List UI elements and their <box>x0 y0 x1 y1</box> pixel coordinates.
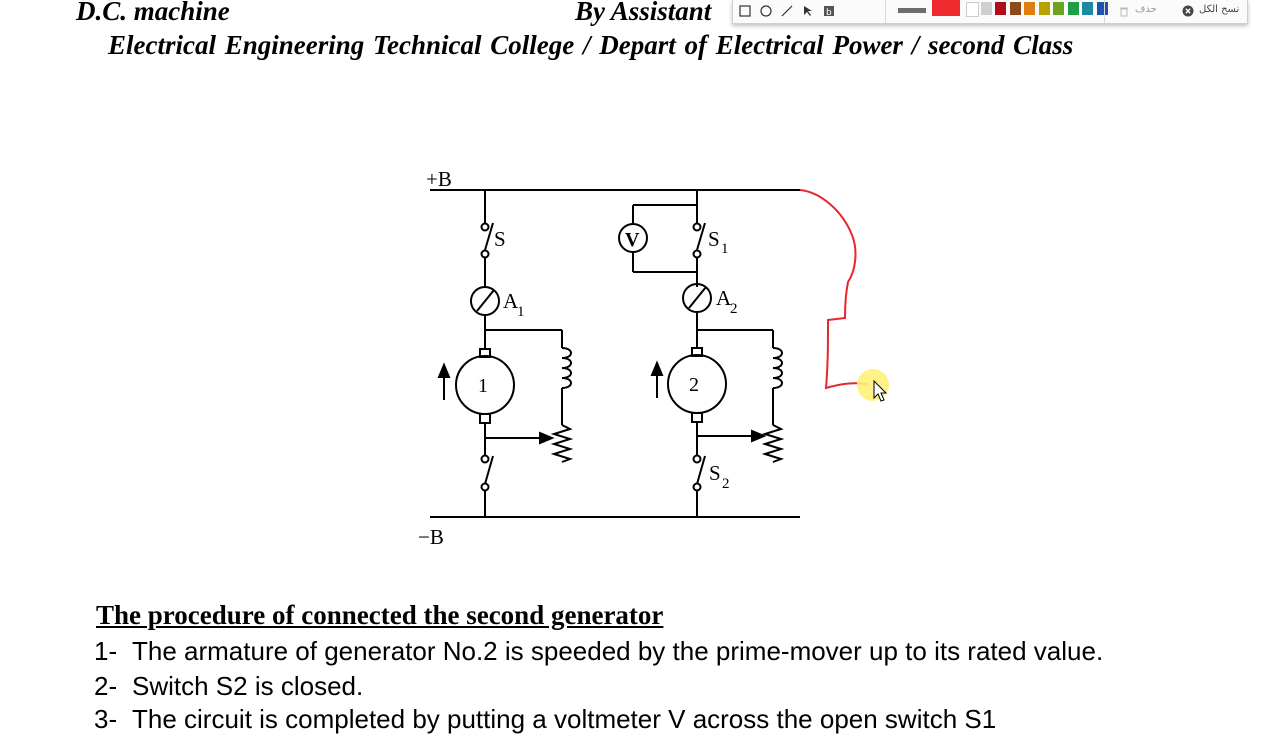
procedure-step: 1- The armature of generator No.2 is spee… <box>94 636 1103 667</box>
author-heading: By Assistant <box>575 0 712 26</box>
color-swatch[interactable] <box>1024 2 1035 15</box>
svg-text:b: b <box>826 8 832 17</box>
gen2-field-coil <box>772 347 783 389</box>
step-text: The armature of generator No.2 is speede… <box>132 636 1104 666</box>
color-swatch[interactable] <box>1096 2 1108 15</box>
neg-bus-label: −B <box>418 525 444 549</box>
switch-s1-subscript: 1 <box>721 241 729 257</box>
color-swatch[interactable] <box>980 2 992 15</box>
switch-s-label: S <box>494 227 506 251</box>
gen1-field-rheostat <box>550 424 574 463</box>
switch-s2-subscript: 2 <box>722 476 730 492</box>
delete-button[interactable]: حذف <box>1135 4 1157 15</box>
annotation-toolbar: b حذف نسح الكل <box>732 0 1248 24</box>
gen1-lower-switch-blade <box>484 455 494 485</box>
toolbar-separator <box>885 0 886 23</box>
toolbar-separator <box>1104 0 1105 23</box>
line-tool-icon[interactable] <box>780 4 794 18</box>
color-swatch[interactable] <box>1053 2 1064 15</box>
step-number: 1- <box>94 636 118 666</box>
cursor-highlight <box>857 369 889 401</box>
gen1-field-coil <box>561 347 572 389</box>
circuit-diagram: +B −B S S 1 S 2 A 1 A 2 V 1 2 <box>418 167 889 549</box>
step-text: Switch S2 is closed. <box>132 671 364 701</box>
procedure-step: 2- Switch S2 is closed. <box>94 671 363 702</box>
ammeter-a1-label: A <box>503 289 519 313</box>
switch-s1-label: S <box>708 227 720 251</box>
voltmeter-label: V <box>625 229 640 251</box>
subject-title: D.C. machine <box>76 0 230 26</box>
switch-s-top-contact <box>480 222 490 232</box>
generator-1-label: 1 <box>478 375 488 397</box>
step-number: 2- <box>94 671 118 701</box>
close-circle-icon[interactable] <box>1181 4 1195 18</box>
rectangle-tool-icon[interactable] <box>738 4 752 18</box>
color-swatch[interactable] <box>898 8 926 13</box>
color-swatch[interactable] <box>1038 2 1050 15</box>
color-swatch[interactable] <box>1067 2 1079 15</box>
color-swatch[interactable] <box>995 2 1006 15</box>
color-swatch[interactable] <box>932 0 960 16</box>
college-heading: Electrical Engineering Technical College… <box>108 30 1074 60</box>
color-swatch[interactable] <box>966 2 979 17</box>
color-swatch[interactable] <box>1009 2 1021 15</box>
step-text: The circuit is completed by putting a vo… <box>132 704 997 734</box>
clear-all-button[interactable]: نسح الكل <box>1199 4 1240 15</box>
ammeter-a2-subscript: 2 <box>730 301 738 317</box>
pos-bus-label: +B <box>426 167 452 191</box>
trash-icon[interactable] <box>1117 4 1131 18</box>
gen1-bottom-terminal <box>479 413 491 424</box>
switch-s1-blade <box>696 222 706 251</box>
ammeter-a2-label: A <box>716 286 732 310</box>
color-swatch[interactable] <box>1082 2 1093 15</box>
procedure-title: The procedure of connected the second ge… <box>96 600 664 630</box>
red-annotation-stroke <box>799 189 869 390</box>
ammeter-a1-subscript: 1 <box>517 304 525 320</box>
text-tool-icon[interactable]: b <box>822 4 836 18</box>
switch-s2-label: S <box>709 461 721 485</box>
cursor-pointer-icon <box>873 379 888 402</box>
arrow-tool-icon[interactable] <box>801 4 815 18</box>
switch-s-blade <box>484 222 494 251</box>
generator-2-label: 2 <box>689 374 699 396</box>
circle-tool-icon[interactable] <box>759 4 773 18</box>
switch-s2-blade <box>696 455 706 485</box>
gen2-field-rheostat <box>761 424 785 463</box>
